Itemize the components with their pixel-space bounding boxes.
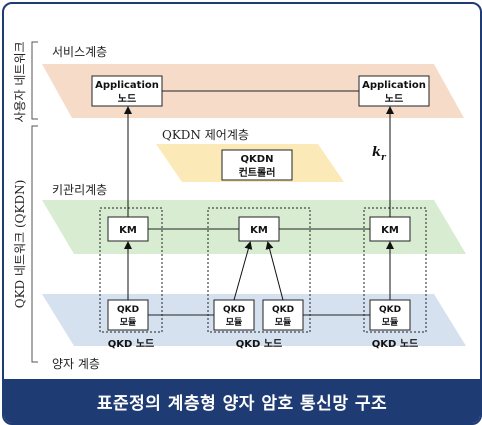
km-right-label: KM — [381, 225, 399, 236]
km-middle: KM — [238, 216, 280, 242]
qkd-module-middle-a-subtitle: 모듈 — [226, 317, 243, 328]
controller-title: QKDN — [241, 154, 274, 165]
service-layer-label: 서비스계층 — [52, 45, 107, 59]
qkd-node-label-middle: QKD 노드 — [236, 338, 282, 350]
qkd-module-middle-a-title: QKD — [223, 305, 245, 315]
user-network-bracket — [31, 41, 38, 120]
qkd-node-boundary-middle — [207, 207, 311, 333]
application-node-right-subtitle: 노드 — [385, 93, 403, 105]
application-node-left: Application 노드 — [91, 75, 163, 107]
key-management-layer-label: 키관리계층 — [52, 183, 107, 197]
arrow-module-to-km-middle-b — [265, 241, 284, 301]
qkd-network-bracket — [31, 125, 38, 363]
qkd-node-label-right: QKD 노드 — [372, 338, 418, 350]
qkd-module-right-title: QKD — [379, 305, 401, 315]
key-label: kr — [372, 145, 387, 163]
control-layer-label: QKDN 제어계층 — [162, 128, 249, 142]
qkd-module-left-subtitle: 모듈 — [120, 317, 137, 328]
diagram-canvas: 사용자 네트워크 QKD 네트워크 (QKDN) 서비스계층 QKDN 제어계층… — [13, 41, 466, 371]
application-node-left-title: Application — [95, 80, 159, 91]
user-network-label: 사용자 네트워크 — [13, 41, 27, 122]
km-right: KM — [369, 216, 411, 242]
arrow-module-to-km-middle-a — [233, 241, 253, 301]
qkd-module-left: QKD 모듈 — [107, 299, 149, 331]
qkd-module-middle-b: QKD 모듈 — [262, 299, 304, 331]
qkd-module-middle-b-title: QKD — [272, 305, 294, 315]
qkd-node-boundary-right — [363, 207, 427, 333]
application-node-right: Application 노드 — [358, 75, 430, 107]
application-node-right-title: Application — [362, 80, 426, 91]
km-left-label: KM — [119, 225, 137, 236]
qkd-module-left-title: QKD — [117, 305, 139, 315]
qkdn-controller: QKDN 컨트롤러 — [221, 149, 293, 181]
quantum-layer-label: 양자 계층 — [52, 357, 100, 371]
controller-subtitle: 컨트롤러 — [239, 166, 276, 179]
km-middle-label: KM — [250, 225, 268, 236]
caption-text: 표준정의 계층형 양자 암호 통신망 구조 — [96, 393, 388, 414]
application-node-left-subtitle: 노드 — [118, 93, 136, 105]
qkd-network-label: QKD 네트워크 (QKDN) — [13, 180, 27, 309]
qkd-module-right: QKD 모듈 — [369, 299, 411, 331]
qkd-node-label-left: QKD 노드 — [108, 338, 154, 350]
qkd-node-boundary-left — [99, 207, 163, 333]
caption-bar: 표준정의 계층형 양자 암호 통신망 구조 — [4, 379, 480, 423]
qkd-module-middle-b-subtitle: 모듈 — [275, 317, 292, 328]
qkd-module-middle-a: QKD 모듈 — [213, 299, 255, 331]
km-left: KM — [107, 216, 149, 242]
qkd-module-right-subtitle: 모듈 — [382, 317, 399, 328]
